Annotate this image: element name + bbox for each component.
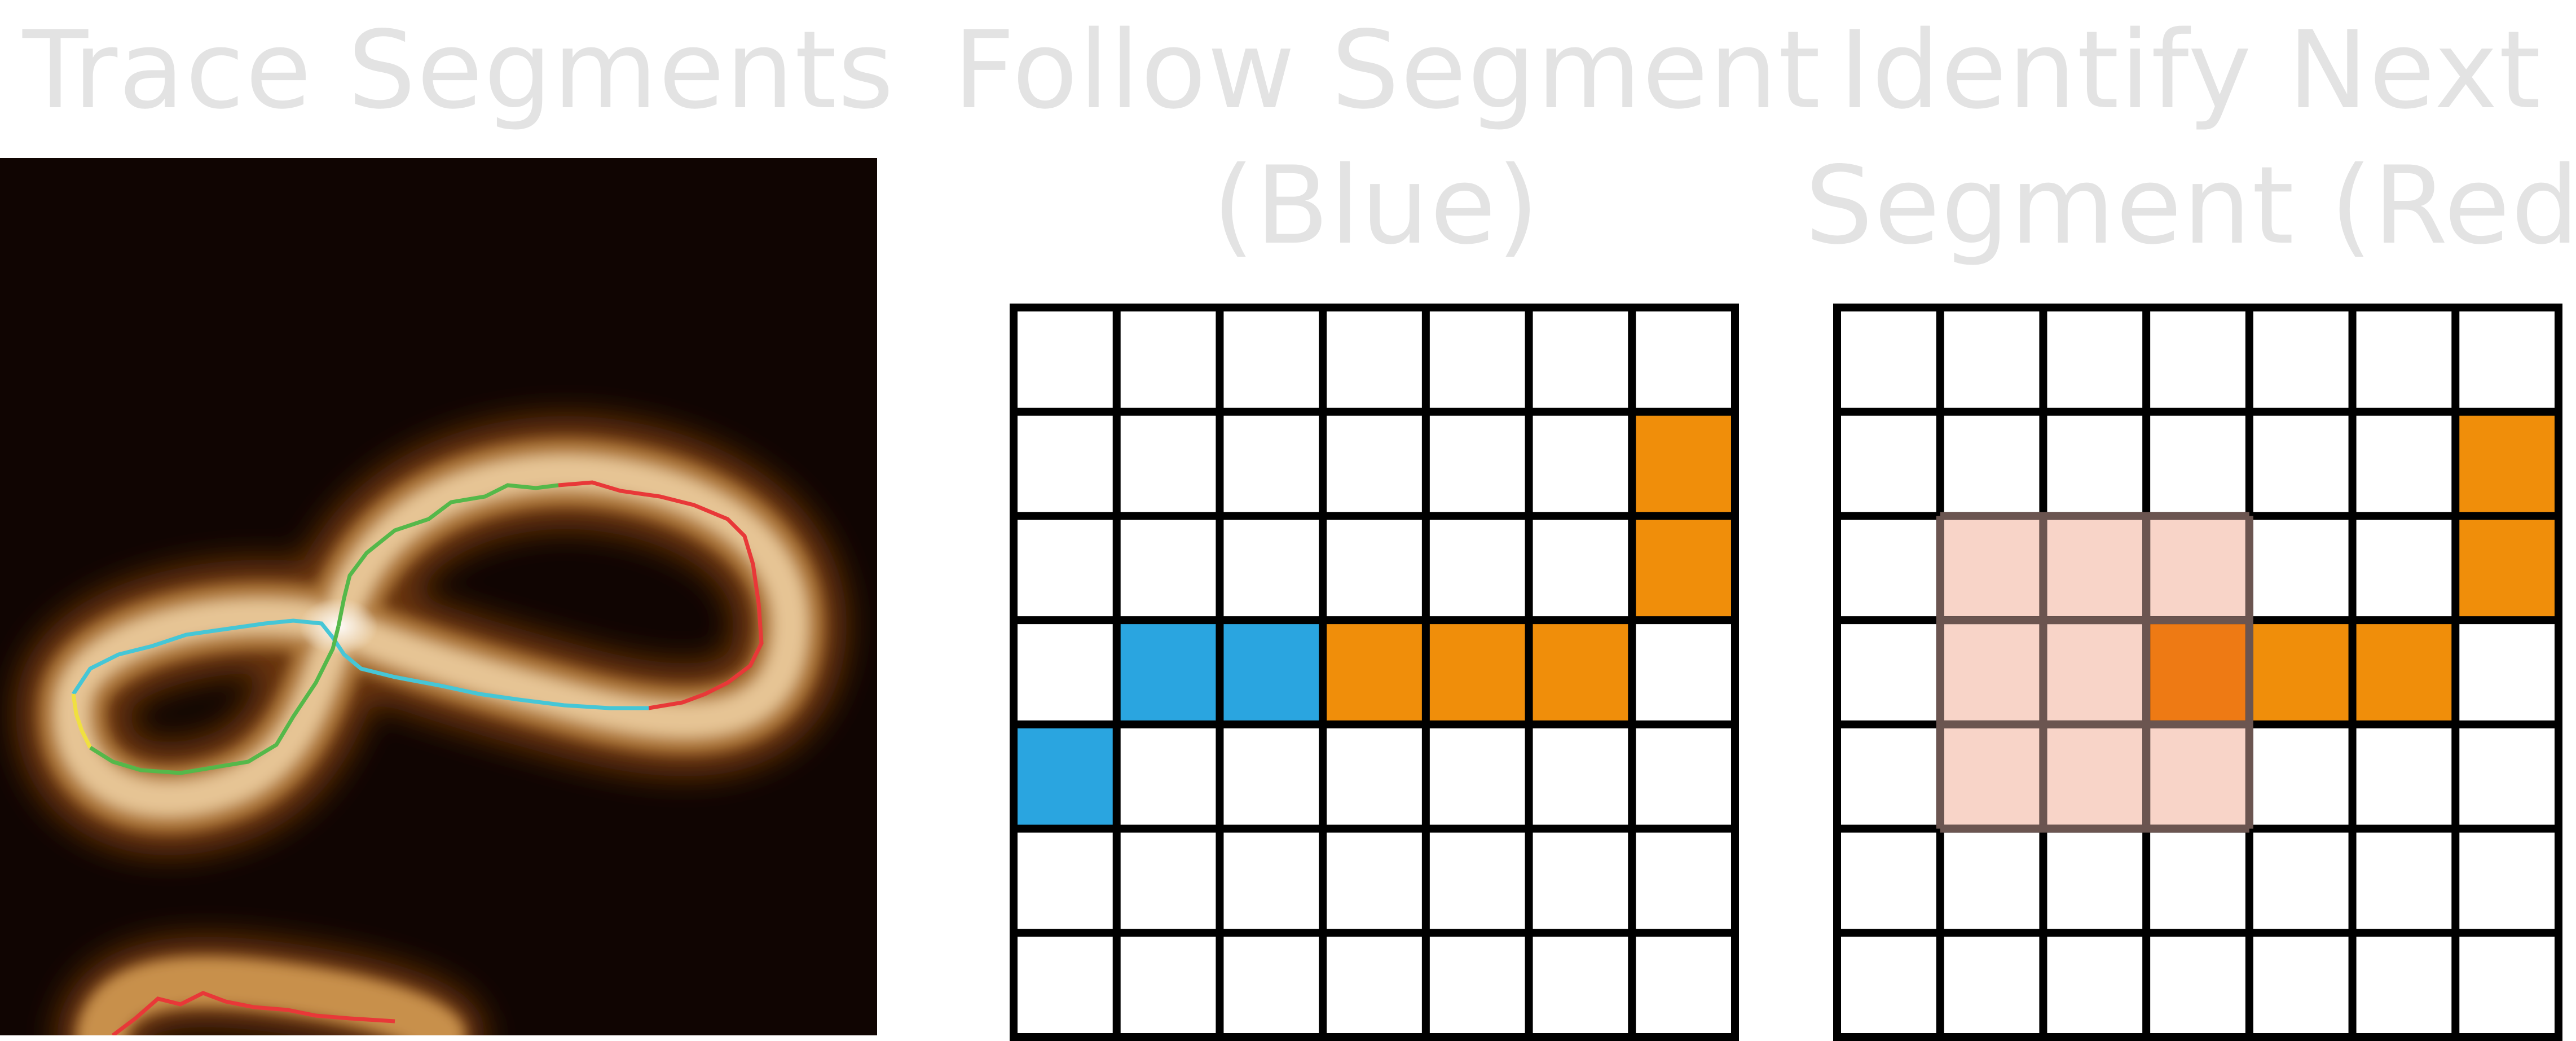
next-grid-cell-pink (2146, 516, 2249, 621)
next-grid-cell-pink (1940, 516, 2044, 621)
follow-grid-cell-orange (1632, 411, 1735, 516)
follow-grid-cell-orange (1425, 620, 1529, 724)
title-follow-segment: Follow Segment (953, 8, 1822, 133)
trace-segment-green-upper (336, 483, 559, 627)
next-grid-cell-pink (1940, 620, 2044, 724)
follow-grid-cell-blue (1219, 620, 1323, 724)
follow-grid-cell-orange (1632, 516, 1735, 621)
identify-next-segment-grid (1833, 304, 2562, 1041)
title-identify-next: Identify Next (1839, 8, 2542, 133)
microscopy-trace-image (0, 158, 877, 1035)
next-grid-cell-pink (2043, 620, 2147, 724)
follow-grid-gridlines (1010, 304, 1739, 1041)
next-grid-cell-orange_dark (2146, 620, 2249, 724)
title-follow-segment-sub: (Blue) (1212, 143, 1540, 268)
title-identify-next-sub: Segment (Red) (1805, 143, 2576, 268)
trace-segment-green-lower (89, 626, 341, 775)
trace-segment-yellow (71, 693, 93, 749)
follow-segment-grid (1010, 304, 1739, 1041)
next-grid-cell-orange (2352, 620, 2456, 724)
next-grid-cell-pink (2043, 724, 2147, 829)
next-grid-neighborhood-box (1936, 512, 2253, 833)
follow-grid-cell-orange (1323, 620, 1426, 724)
trace-segment-red-bottom (111, 991, 395, 1035)
trace-segment-red-right (558, 480, 764, 710)
trace-segment-cyan (72, 618, 649, 710)
follow-grid-cell-orange (1529, 620, 1632, 724)
title-trace-segments: Trace Segments (23, 8, 895, 133)
next-grid-cell-pink (2043, 516, 2147, 621)
next-grid-cell-orange (2455, 411, 2559, 516)
next-grid-cell-pink (2146, 724, 2249, 829)
follow-grid-cell-blue (1014, 724, 1117, 829)
next-grid-cell-pink (1940, 724, 2044, 829)
next-grid-cell-orange (2249, 620, 2353, 724)
follow-grid-cell-blue (1116, 620, 1220, 724)
next-grid-cell-orange (2455, 516, 2559, 621)
